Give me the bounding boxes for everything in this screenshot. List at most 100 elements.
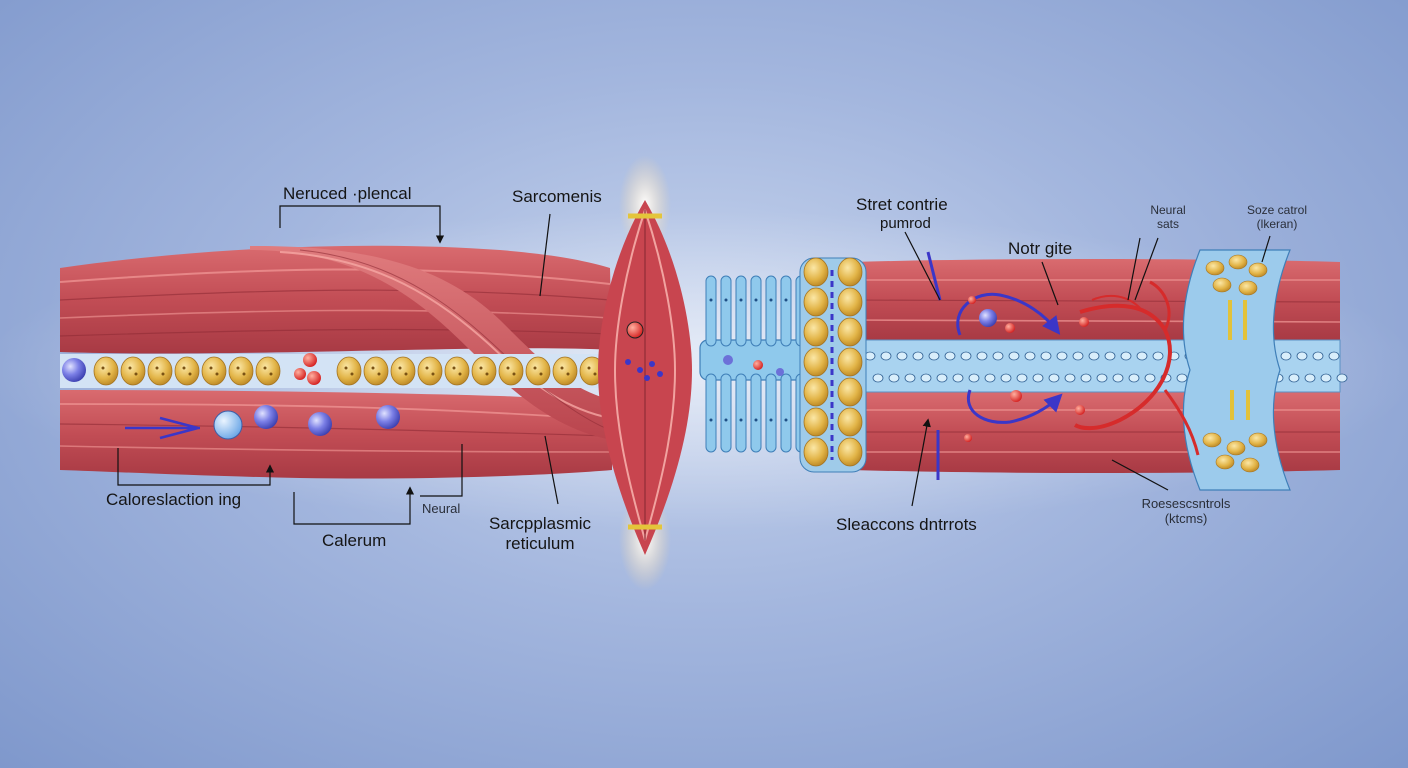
granule-dot	[107, 372, 111, 376]
column-granule	[803, 317, 829, 347]
granule-dot	[506, 366, 510, 370]
band-dot	[1312, 351, 1324, 361]
band-dot	[872, 373, 884, 383]
band-dot	[1144, 373, 1156, 383]
label-roeses-line1: Roesescsntrols	[1141, 496, 1231, 511]
band-dot	[928, 351, 940, 361]
granule-dot	[344, 366, 348, 370]
tubule-finger-top	[720, 275, 732, 347]
band-dot	[1288, 373, 1300, 383]
label-neural-sats-line1: Neural	[1150, 203, 1186, 217]
label-roeses-line2: (ktcms)	[1164, 511, 1208, 526]
tubule-finger-top	[780, 275, 792, 347]
granule	[120, 356, 146, 386]
label-sarcomenis: Sarcomenis	[512, 187, 602, 206]
granule-dot	[398, 366, 402, 370]
granule	[255, 356, 281, 386]
label-sleaccons: Sleaccons dntrrots	[836, 515, 977, 534]
granule-dot	[182, 366, 186, 370]
granule-dot	[560, 366, 564, 370]
band-dot	[1016, 373, 1028, 383]
band-dot	[1064, 373, 1076, 383]
column-granule	[837, 347, 863, 377]
band-dot	[1152, 351, 1164, 361]
granule-dot	[539, 372, 543, 376]
granule-dot	[263, 366, 267, 370]
label-sarcoplasmic: Sarcpplasmic reticulum	[488, 514, 592, 554]
label-neruced-plencal: Neruced ·plencal	[283, 184, 412, 203]
granule-dot	[587, 366, 591, 370]
label-calerum: Calerum	[322, 531, 387, 550]
granule-dot	[242, 372, 246, 376]
column-granule	[803, 347, 829, 377]
receptor-granule	[1205, 260, 1225, 276]
column-granule	[837, 317, 863, 347]
granule-dot	[188, 372, 192, 376]
band-dot	[1056, 351, 1068, 361]
band-dot	[960, 351, 972, 361]
granule	[174, 356, 200, 386]
receptor-granule	[1228, 254, 1248, 270]
tubule-finger-bottom	[705, 373, 717, 453]
granule-dot	[512, 372, 516, 376]
label-neural: Neural	[422, 501, 461, 516]
circulation-arrows	[926, 251, 1089, 480]
granule-dot	[155, 366, 159, 370]
granule-dot	[269, 372, 273, 376]
calcium-ions	[125, 405, 400, 440]
granule	[498, 356, 524, 386]
tubule-dot	[784, 298, 788, 302]
tubule-dot	[754, 298, 758, 302]
column-granule	[837, 407, 863, 437]
receptor-granule	[1248, 432, 1268, 448]
label-neural-sats-line2: sats	[1156, 217, 1179, 231]
label-stret-contrie: Stret contrie	[856, 195, 948, 214]
granule	[147, 356, 173, 386]
column-granule	[837, 257, 863, 287]
band-dot	[1296, 351, 1308, 361]
tubule-finger-bottom	[765, 373, 777, 453]
granule-dot	[215, 372, 219, 376]
granule	[390, 356, 416, 386]
tubule-dot	[709, 298, 713, 302]
granule	[525, 356, 551, 386]
tubule-dot	[769, 298, 773, 302]
band-dot	[920, 373, 932, 383]
band-dot	[1000, 373, 1012, 383]
tubule-finger-bottom	[750, 373, 762, 453]
granule-dot	[485, 372, 489, 376]
t-tubule-network	[699, 275, 811, 453]
label-neural-sats: Neural sats	[1138, 203, 1198, 231]
granule-dot	[377, 372, 381, 376]
band-dot	[904, 373, 916, 383]
receptor-node	[1182, 249, 1291, 491]
band-dot	[976, 351, 988, 361]
receptor-granule	[1215, 454, 1235, 470]
band-dot	[952, 373, 964, 383]
band-dot	[1008, 351, 1020, 361]
tubule-finger-top	[750, 275, 762, 347]
band-dot	[1040, 351, 1052, 361]
granule-dot	[161, 372, 165, 376]
label-soze-catrol-line2: (lkeran)	[1256, 217, 1298, 231]
label-roeses: Roesescsntrols (ktcms)	[1134, 496, 1238, 526]
granule-dot	[452, 366, 456, 370]
column-granule	[837, 377, 863, 407]
band-dot	[1112, 373, 1124, 383]
receptor-granule	[1248, 262, 1268, 278]
band-dot	[968, 373, 980, 383]
band-dot	[944, 351, 956, 361]
label-pumrod: pumrod	[880, 215, 931, 232]
granule-dot	[533, 366, 537, 370]
granule-dot	[431, 372, 435, 376]
granule	[471, 356, 497, 386]
granule-dot	[134, 372, 138, 376]
granule-dot	[593, 372, 597, 376]
granule-dot	[209, 366, 213, 370]
tubule-dot	[784, 418, 788, 422]
label-soze-catrol-line1: Soze catrol	[1246, 203, 1308, 217]
tubule-finger-bottom	[735, 373, 747, 453]
tubule-finger-top	[765, 275, 777, 347]
tubule-dot	[739, 418, 743, 422]
band-dot	[1104, 351, 1116, 361]
